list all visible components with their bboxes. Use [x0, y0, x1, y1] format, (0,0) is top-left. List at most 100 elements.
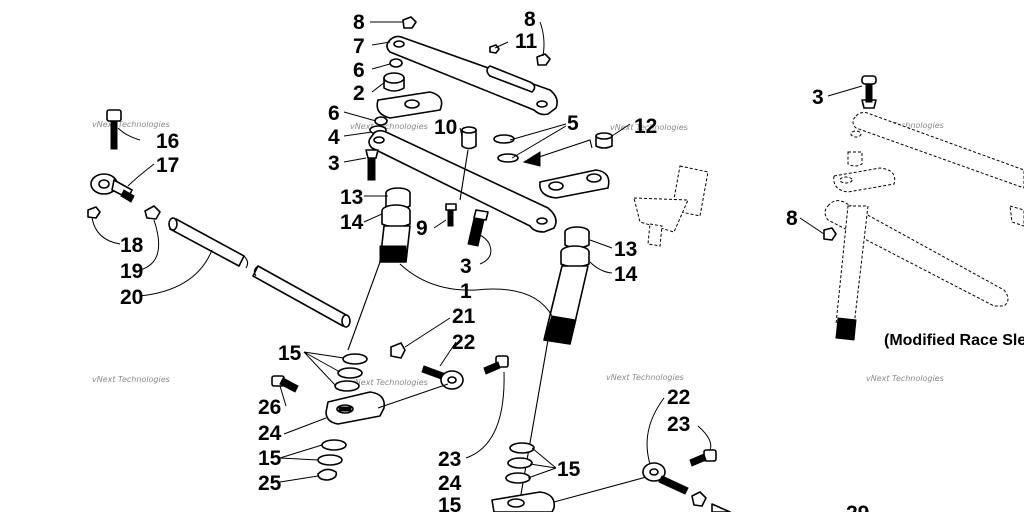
- screw-thread: [447, 209, 454, 227]
- callout-12: 12: [634, 115, 657, 138]
- spacer-top: [461, 126, 477, 134]
- align-line: [347, 261, 381, 351]
- arm-hole: [507, 498, 525, 508]
- callout-2: 2: [353, 82, 365, 105]
- washer: [374, 116, 388, 126]
- callout-16: 16: [156, 130, 179, 153]
- inset-spacer: [847, 151, 863, 167]
- bolt-thread: [689, 453, 707, 467]
- plate-hole: [536, 217, 548, 225]
- callout-24: 24: [438, 472, 462, 495]
- callout-6: 6: [353, 59, 365, 82]
- watermark: vNext Technologies: [866, 121, 944, 130]
- plate-hole: [393, 40, 405, 48]
- callout-15: 15: [258, 447, 282, 470]
- spindle-stud-outline: [647, 223, 663, 247]
- callout-15: 15: [557, 458, 581, 481]
- spacer-top: [383, 72, 405, 84]
- bracket-hole: [586, 173, 602, 183]
- callout-3: 3: [328, 152, 340, 175]
- rod-end-thread: [658, 475, 689, 495]
- watermark: vNext Technologies: [350, 122, 428, 131]
- callout-22: 22: [667, 386, 690, 409]
- watermark: vNext Technologies: [866, 374, 944, 383]
- washer: [497, 153, 519, 163]
- callout-6: 6: [328, 102, 340, 125]
- rod-end-hole: [98, 179, 110, 189]
- callout-18: 18: [120, 234, 144, 257]
- plug-top: [595, 132, 613, 140]
- callout-8: 8: [353, 11, 365, 34]
- arrow-head: [522, 151, 541, 167]
- tie-rod-segment: [711, 503, 731, 512]
- nut: [402, 16, 417, 29]
- nut: [87, 206, 101, 219]
- inset-washer: [850, 130, 862, 138]
- jam-nut: [691, 491, 707, 507]
- arm-spline: [338, 406, 352, 412]
- callout-19: 19: [120, 260, 143, 283]
- spacer: [461, 129, 477, 150]
- bushing-body: [560, 252, 590, 268]
- plate-slot: [486, 65, 536, 93]
- inset-top-plate: [852, 111, 1024, 189]
- inset-hole: [839, 176, 853, 184]
- nut: [489, 44, 500, 54]
- post-spline: [379, 245, 407, 263]
- rod-end-hole: [649, 468, 659, 476]
- callout-26: 26: [258, 396, 281, 419]
- screw-head: [445, 203, 457, 211]
- callout-24: 24: [258, 422, 282, 445]
- lower-right-assembly: [491, 442, 731, 512]
- spacer: [390, 342, 406, 359]
- callout-21: 21: [452, 305, 476, 328]
- bolt-head: [861, 75, 877, 85]
- retaining-clip: [317, 468, 338, 481]
- callout-13: 13: [614, 238, 637, 261]
- watermark: vNext Technologies: [350, 378, 428, 387]
- align-line: [459, 149, 469, 201]
- tie-rod-segment: [252, 265, 349, 327]
- bolt-thread: [110, 120, 118, 150]
- bracket-hole: [548, 181, 564, 191]
- callout-23: 23: [438, 448, 461, 471]
- callout-1: 1: [460, 280, 472, 303]
- inset-bottom-plate: [824, 200, 1009, 307]
- top-plate: [386, 35, 558, 116]
- plate-hole: [536, 100, 548, 108]
- callout-14: 14: [340, 211, 364, 234]
- callout-4: 4: [328, 126, 340, 149]
- inset-steering-arm: [833, 167, 896, 193]
- washer: [321, 439, 347, 451]
- callout-10: 10: [434, 116, 457, 139]
- callout-3: 3: [460, 255, 472, 278]
- washer: [334, 380, 360, 392]
- inset-post-spline: [835, 317, 857, 341]
- steering-post-assembly: [347, 16, 709, 501]
- callout-15: 15: [438, 494, 462, 512]
- arrow-line: [529, 139, 593, 161]
- rod-end-hole: [447, 376, 457, 384]
- washer: [337, 367, 363, 379]
- tie-rod-segment: [169, 218, 245, 267]
- washer: [493, 134, 515, 144]
- bracket-hole: [404, 99, 420, 109]
- bushing-body: [381, 211, 411, 228]
- nut: [823, 227, 837, 241]
- washer: [342, 353, 368, 365]
- watermark: vNext Technologies: [610, 123, 688, 132]
- callout-8: 8: [524, 8, 536, 31]
- jam-nut: [144, 205, 161, 220]
- post-spline: [543, 315, 577, 345]
- screw-head: [473, 209, 489, 221]
- screw-head: [365, 149, 379, 159]
- callout-20: 20: [120, 286, 143, 309]
- callout-17: 17: [156, 154, 179, 177]
- bolt-thread: [483, 361, 501, 375]
- callout-22: 22: [452, 331, 475, 354]
- callout-14: 14: [614, 263, 638, 286]
- watermark: vNext Technologies: [92, 120, 170, 129]
- callout-3: 3: [812, 86, 824, 109]
- steering-arm: [325, 391, 386, 425]
